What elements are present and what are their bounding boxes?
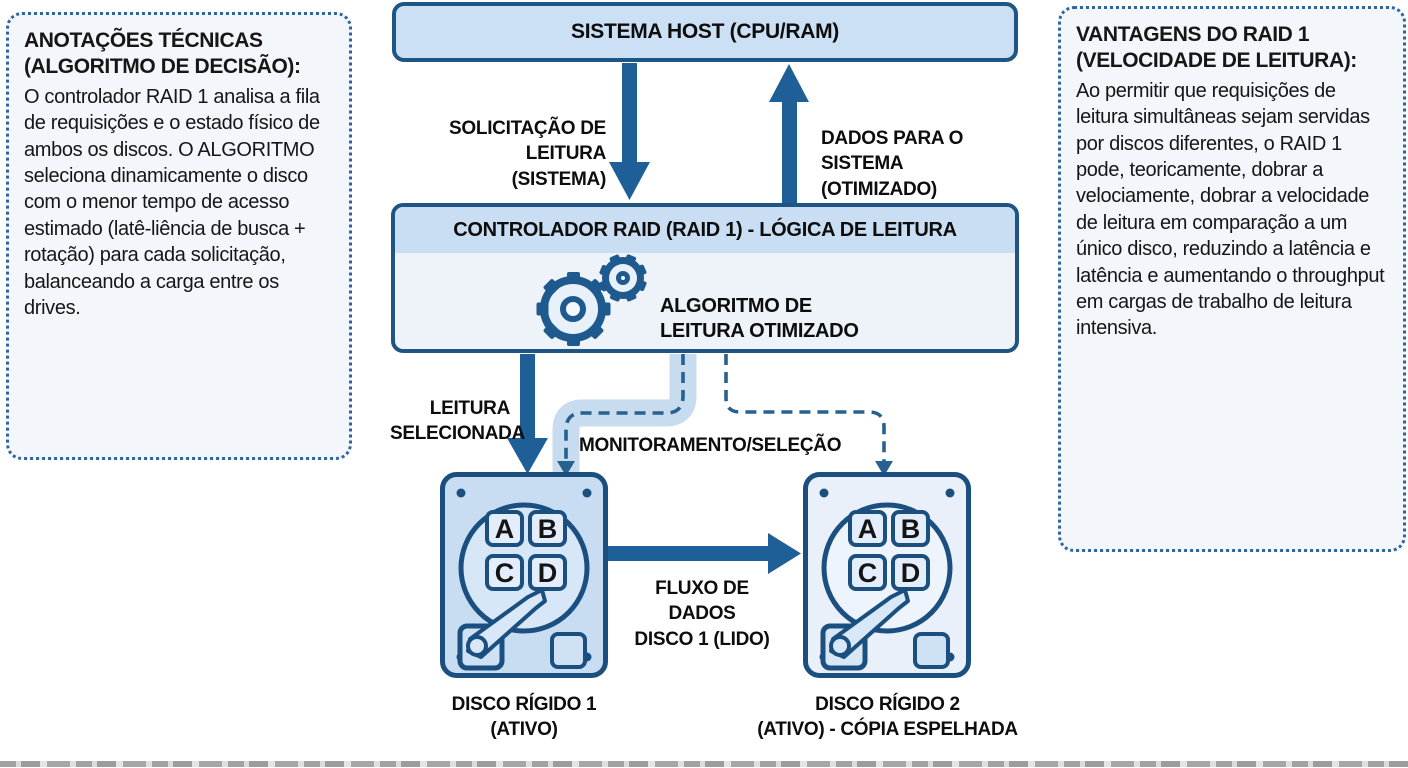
disk2-caption: DISCO RÍGIDO 2 (ATIVO) - CÓPIA ESPELHADA	[757, 694, 1018, 741]
data-to-system-arrow	[769, 64, 809, 203]
technical-notes-body: O controlador RAID 1 analisa a fila de r…	[24, 85, 320, 320]
advantages-title-line2: (VELOCIDADE DE LEITURA):	[1076, 49, 1357, 73]
raid-controller-title: CONTROLADOR RAID (RAID 1) - LÓGICA DE LE…	[453, 218, 957, 241]
disk1-sector-d: D	[538, 558, 558, 588]
disk2-sector-a: A	[858, 514, 878, 544]
technical-notes-panel: ANOTAÇÕES TÉCNICAS (ALGORITMO DE DECISÃO…	[6, 12, 352, 460]
disk2-sector-b: B	[901, 514, 921, 544]
technical-notes-title-line1: ANOTAÇÕES TÉCNICAS	[24, 29, 263, 52]
disk1-sector-b: B	[538, 514, 558, 544]
algorithm-label: ALGORITMO DE LEITURA OTIMIZADO	[660, 295, 859, 342]
disk2-sector-d: D	[901, 558, 921, 588]
raid1-advantages-panel: VANTAGENS DO RAID 1 (VELOCIDADE DE LEITU…	[1058, 6, 1406, 552]
advantages-body: Ao permitir que requisições de leitura s…	[1076, 79, 1385, 340]
hard-disk-1-icon: A B C D	[440, 472, 608, 678]
disk1-sector-a: A	[495, 514, 515, 544]
disk1-sector-c: C	[495, 558, 515, 588]
selected-read-arrow	[507, 354, 548, 474]
data-flow-arrow	[608, 533, 801, 574]
raid-controller-header: CONTROLADOR RAID (RAID 1) - LÓGICA DE LE…	[395, 207, 1015, 253]
advantages-title-line1: VANTAGENS DO RAID 1	[1076, 23, 1310, 46]
selected-read-label: LEITURA SELECIONADA	[390, 398, 525, 445]
host-system-box: SISTEMA HOST (CPU/RAM)	[392, 2, 1018, 62]
read-request-label: SOLICITAÇÃO DE LEITURA (SISTEMA)	[449, 118, 606, 190]
disk1-actuator-arm	[466, 588, 547, 659]
gears-icon	[536, 272, 610, 346]
cropped-text-artifact	[0, 761, 1408, 767]
raid-controller-box: CONTROLADOR RAID (RAID 1) - LÓGICA DE LE…	[391, 203, 1019, 353]
monitoring-label: MONITORAMENTO/SELEÇÃO	[579, 435, 842, 456]
hard-disk-2-icon: A B C D	[803, 472, 971, 678]
host-system-title: SISTEMA HOST (CPU/RAM)	[571, 20, 839, 43]
disk2-actuator-arm	[829, 588, 910, 659]
data-flow-label: FLUXO DE DADOS DISCO 1 (LIDO)	[634, 578, 770, 650]
gear-small-icon	[598, 253, 648, 303]
data-to-system-label: DADOS PARA O SISTEMA (OTIMIZADO)	[821, 128, 964, 200]
read-request-arrow	[609, 63, 650, 200]
technical-notes-title-line2: (ALGORITMO DE DECISÃO):	[24, 55, 301, 79]
disk1-caption: DISCO RÍGIDO 1 (ATIVO)	[451, 694, 597, 741]
disk2-sector-c: C	[858, 558, 878, 588]
